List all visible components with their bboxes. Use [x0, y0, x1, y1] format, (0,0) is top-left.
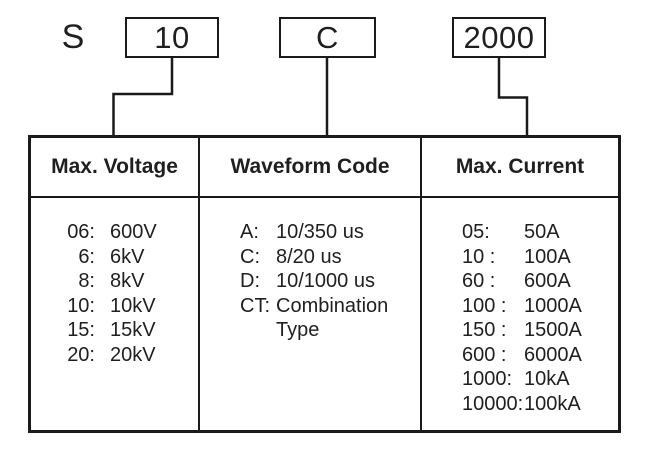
row-key: 10 : — [462, 245, 496, 268]
code-table: Max. Voltage 06: 600V 6: 6kV 8: 8kV 10: 10kV… — [28, 135, 621, 433]
row-value: Type — [276, 319, 320, 341]
column-body: 06:600V 6:6kV 8:8kV 10:10kV 15:15kV 20:2… — [31, 198, 198, 367]
table-row: C: 8/20 us — [240, 245, 420, 270]
table-row: 10000:100kA — [462, 392, 618, 417]
row-value: 10/1000 us — [276, 270, 375, 292]
table-row: 20: 20kV — [61, 343, 198, 368]
table-row: 15: 15kV — [61, 318, 198, 343]
row-key: D: — [240, 270, 260, 292]
connector-voltage — [112, 58, 174, 137]
column-header: Waveform Code — [200, 138, 420, 198]
table-row: 100 : 1000A — [462, 294, 618, 319]
table-row: 8: 8kV — [61, 269, 198, 294]
row-key: C: — [240, 245, 260, 268]
table-row: D: 10/1000 us — [240, 269, 420, 294]
row-key: 10: — [67, 294, 95, 317]
row-key: A: — [240, 221, 259, 243]
row-value: 10kV — [110, 294, 156, 317]
table-row: Type — [240, 318, 420, 343]
row-value: 100kA — [524, 392, 581, 415]
column-header: Max. Current — [422, 138, 618, 198]
row-key: 6: — [78, 245, 95, 268]
row-key: 8: — [78, 270, 95, 292]
row-key: 1000: — [462, 368, 513, 390]
table-row: A: 10/350 us — [240, 220, 420, 245]
row-value: 50A — [524, 221, 560, 243]
column-max-current: Max. Current 05: 50A 10 : 100A 60 : 600A 10… — [422, 138, 618, 430]
table-row: 10: 10kV — [61, 294, 198, 319]
row-key — [240, 318, 276, 343]
row-value: 600V — [110, 221, 157, 243]
row-key: 150 : — [462, 319, 507, 341]
code-segment-waveform: C — [316, 19, 339, 55]
table-row: 60 : 600A — [462, 269, 618, 294]
row-value: 1500A — [524, 319, 582, 341]
code-box-voltage: 10 — [125, 17, 219, 58]
column-waveform-code: Waveform Code A: 10/350 us C: 8/20 us D: 10… — [200, 138, 422, 430]
connector-current — [497, 58, 529, 137]
table-row: 06: 600V — [61, 220, 198, 245]
table-row: 05: 50A — [462, 220, 618, 245]
row-value: 10/350 us — [276, 221, 364, 243]
table-row: 10 : 100A — [462, 245, 618, 270]
row-key: 05: — [462, 221, 490, 243]
table-row: 6: 6kV — [61, 245, 198, 270]
row-key: 10000: — [462, 392, 524, 415]
column-max-voltage: Max. Voltage 06: 600V 6: 6kV 8: 8kV 10: 10kV… — [31, 138, 200, 430]
row-value: 6000A — [524, 343, 582, 366]
row-value: 8kV — [110, 270, 145, 292]
row-key: 15: — [67, 319, 95, 341]
row-key: 100 : — [462, 294, 507, 317]
code-segment-voltage: 10 — [154, 19, 190, 55]
row-value: 600A — [524, 270, 571, 292]
column-body: A: 10/350 us C: 8/20 us D: 10/1000 us CT: Co… — [200, 198, 420, 343]
row-key: 20: — [67, 343, 95, 366]
column-header: Max. Voltage — [31, 138, 198, 198]
row-value: 10kA — [524, 368, 570, 390]
row-key: CT: — [240, 294, 270, 317]
row-value: 8/20 us — [276, 245, 342, 268]
row-value: 20kV — [110, 343, 156, 366]
row-key: 60 : — [462, 270, 496, 292]
code-prefix: S — [61, 18, 85, 56]
code-box-current: 2000 — [452, 17, 546, 58]
row-value: Combination — [276, 294, 389, 317]
table-row: 150 : 1500A — [462, 318, 618, 343]
row-value: 15kV — [110, 319, 156, 341]
row-key: 06: — [67, 221, 95, 243]
row-key: 600 : — [462, 343, 507, 366]
row-value: 6kV — [110, 245, 145, 268]
table-row: 600 : 6000A — [462, 343, 618, 368]
code-box-waveform: C — [279, 17, 376, 58]
column-body: 05: 50A 10 : 100A 60 : 600A 100 : 1000A 150 … — [422, 198, 618, 416]
row-value: 1000A — [524, 294, 582, 317]
table-row: CT: Combination — [240, 294, 420, 319]
table-row: 1000: 10kA — [462, 367, 618, 392]
code-segment-current: 2000 — [463, 19, 535, 55]
row-value: 100A — [524, 245, 571, 268]
